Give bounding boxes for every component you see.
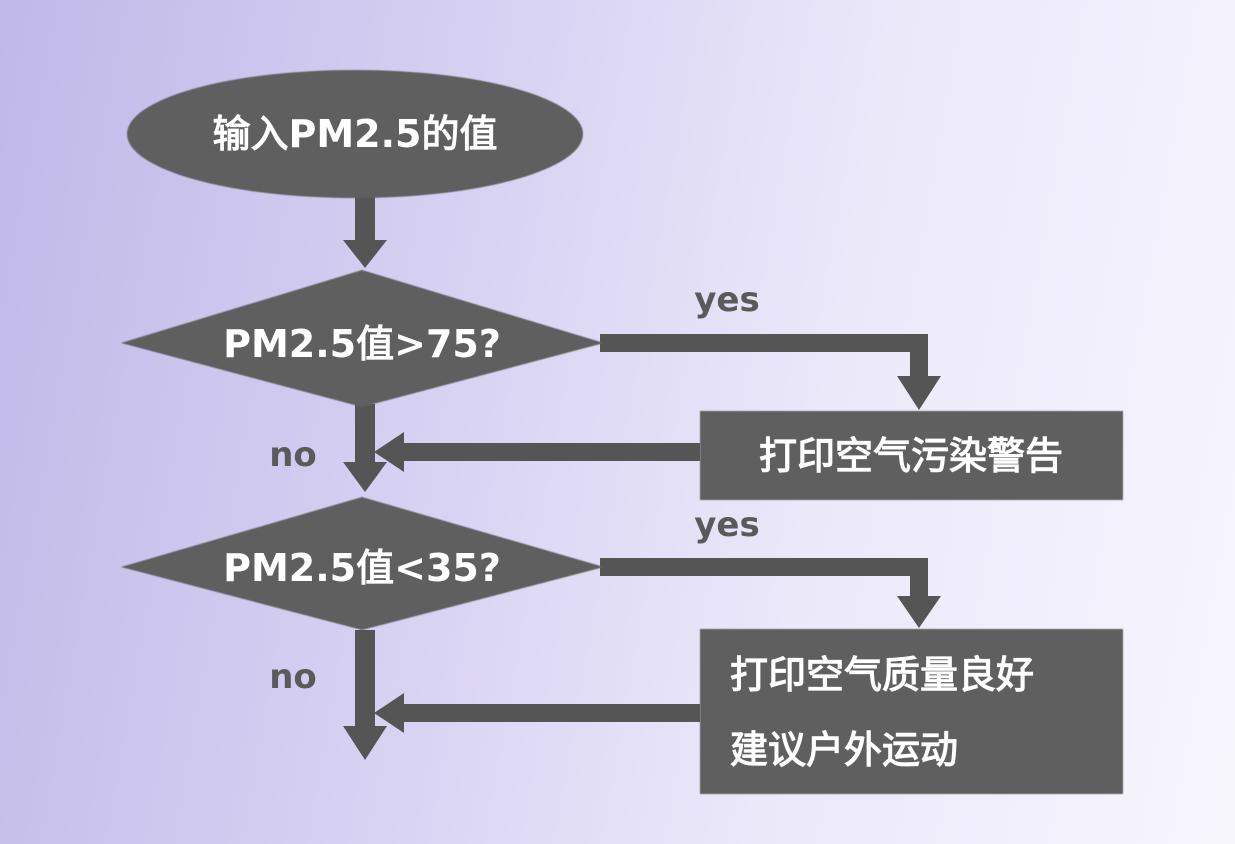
action-pollution-warning: 打印空气污染警告 [700, 411, 1123, 500]
action-good-air-line1: 打印空气质量良好 [730, 653, 1034, 697]
connectors [343, 196, 941, 760]
start-node-label: 输入PM2.5的值 [213, 112, 498, 156]
arrow-no-to-end [343, 630, 387, 760]
decision-low-label: PM2.5值<35? [223, 546, 501, 590]
action-pollution-warning-label: 打印空气污染警告 [759, 434, 1063, 478]
arrow-no-to-decision-low [343, 404, 387, 492]
arrow-yes-to-good-air [600, 558, 941, 628]
yes-label-high: yes [694, 280, 759, 320]
action-good-air-line2: 建议户外运动 [730, 728, 958, 772]
no-label-high: no [269, 435, 317, 475]
decision-high-label: PM2.5值>75? [223, 322, 501, 366]
yes-label-low: yes [694, 505, 759, 545]
no-label-low: no [269, 657, 317, 697]
arrow-good-air-return [374, 693, 700, 733]
start-node: 输入PM2.5的值 [127, 70, 583, 198]
decision-low: PM2.5值<35? [121, 497, 604, 630]
action-good-air: 打印空气质量良好 建议户外运动 [700, 629, 1123, 794]
arrow-yes-to-pollution-warning [600, 334, 941, 410]
arrow-pollution-warning-return [374, 432, 700, 472]
decision-high: PM2.5值>75? [121, 270, 604, 407]
arrow-start-to-decision-high [343, 196, 387, 268]
